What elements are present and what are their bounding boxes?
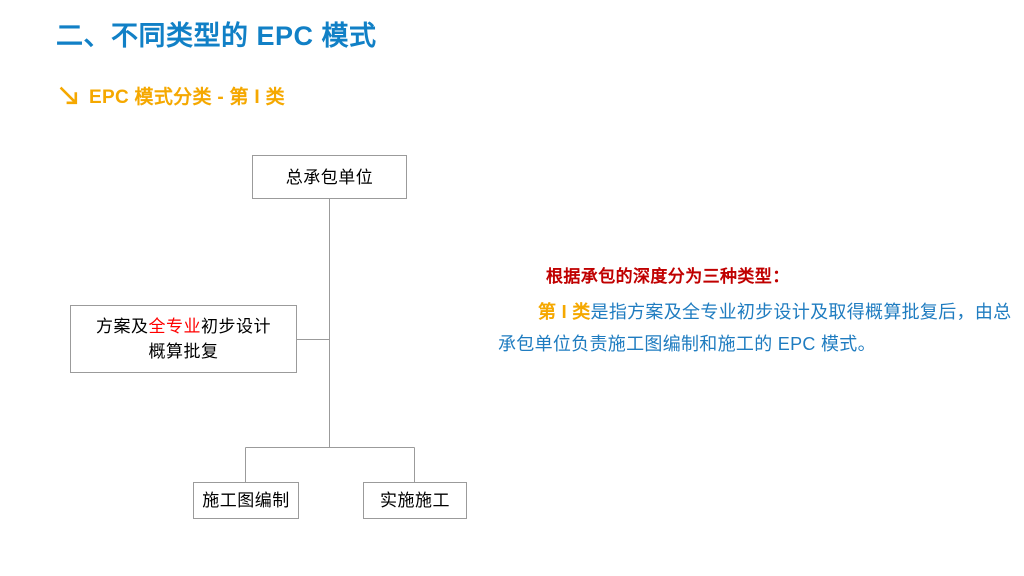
- notes-heading: 根据承包的深度分为三种类型：: [546, 267, 790, 286]
- node-left-line2: 概算批复: [148, 342, 219, 361]
- diagram-connectors: [244, 199, 416, 482]
- notes-body-highlight: 第 I 类: [538, 302, 591, 322]
- notes-body: 第 I 类是指方案及全专业初步设计及取得概算批复后，由总承包单位负责施工图编制和…: [498, 296, 1018, 360]
- notes-body-text: 是指方案及全专业初步设计及取得概算批复后，由总承包单位负责施工图编制和施工的 E…: [498, 302, 1012, 354]
- node-left-highlight: 全专业: [148, 317, 201, 336]
- node-left-text: 方案及全专业初步设计 概算批复: [96, 314, 271, 364]
- node-left-part2: 初步设计: [201, 317, 271, 336]
- node-construction-drawing[interactable]: 施工图编制: [193, 482, 299, 519]
- node-left-part1: 方案及: [96, 317, 149, 336]
- notes-block: 根据承包的深度分为三种类型： 第 I 类是指方案及全专业初步设计及取得概算批复后…: [498, 262, 1018, 360]
- node-general-contractor[interactable]: 总承包单位: [252, 155, 407, 199]
- arrow-down-right-icon: [59, 86, 78, 104]
- node-scheme-design-approval[interactable]: 方案及全专业初步设计 概算批复: [70, 305, 297, 373]
- node-construction-execution[interactable]: 实施施工: [363, 482, 467, 519]
- subtitle-label: EPC 模式分类 - 第 I 类: [89, 87, 285, 108]
- org-diagram: 总承包单位 方案及全专业初步设计 概算批复 施工图编制 实施施工: [70, 155, 467, 519]
- page-title: 二、不同类型的 EPC 模式: [56, 21, 377, 51]
- subtitle-row: EPC 模式分类 - 第 I 类: [58, 82, 285, 109]
